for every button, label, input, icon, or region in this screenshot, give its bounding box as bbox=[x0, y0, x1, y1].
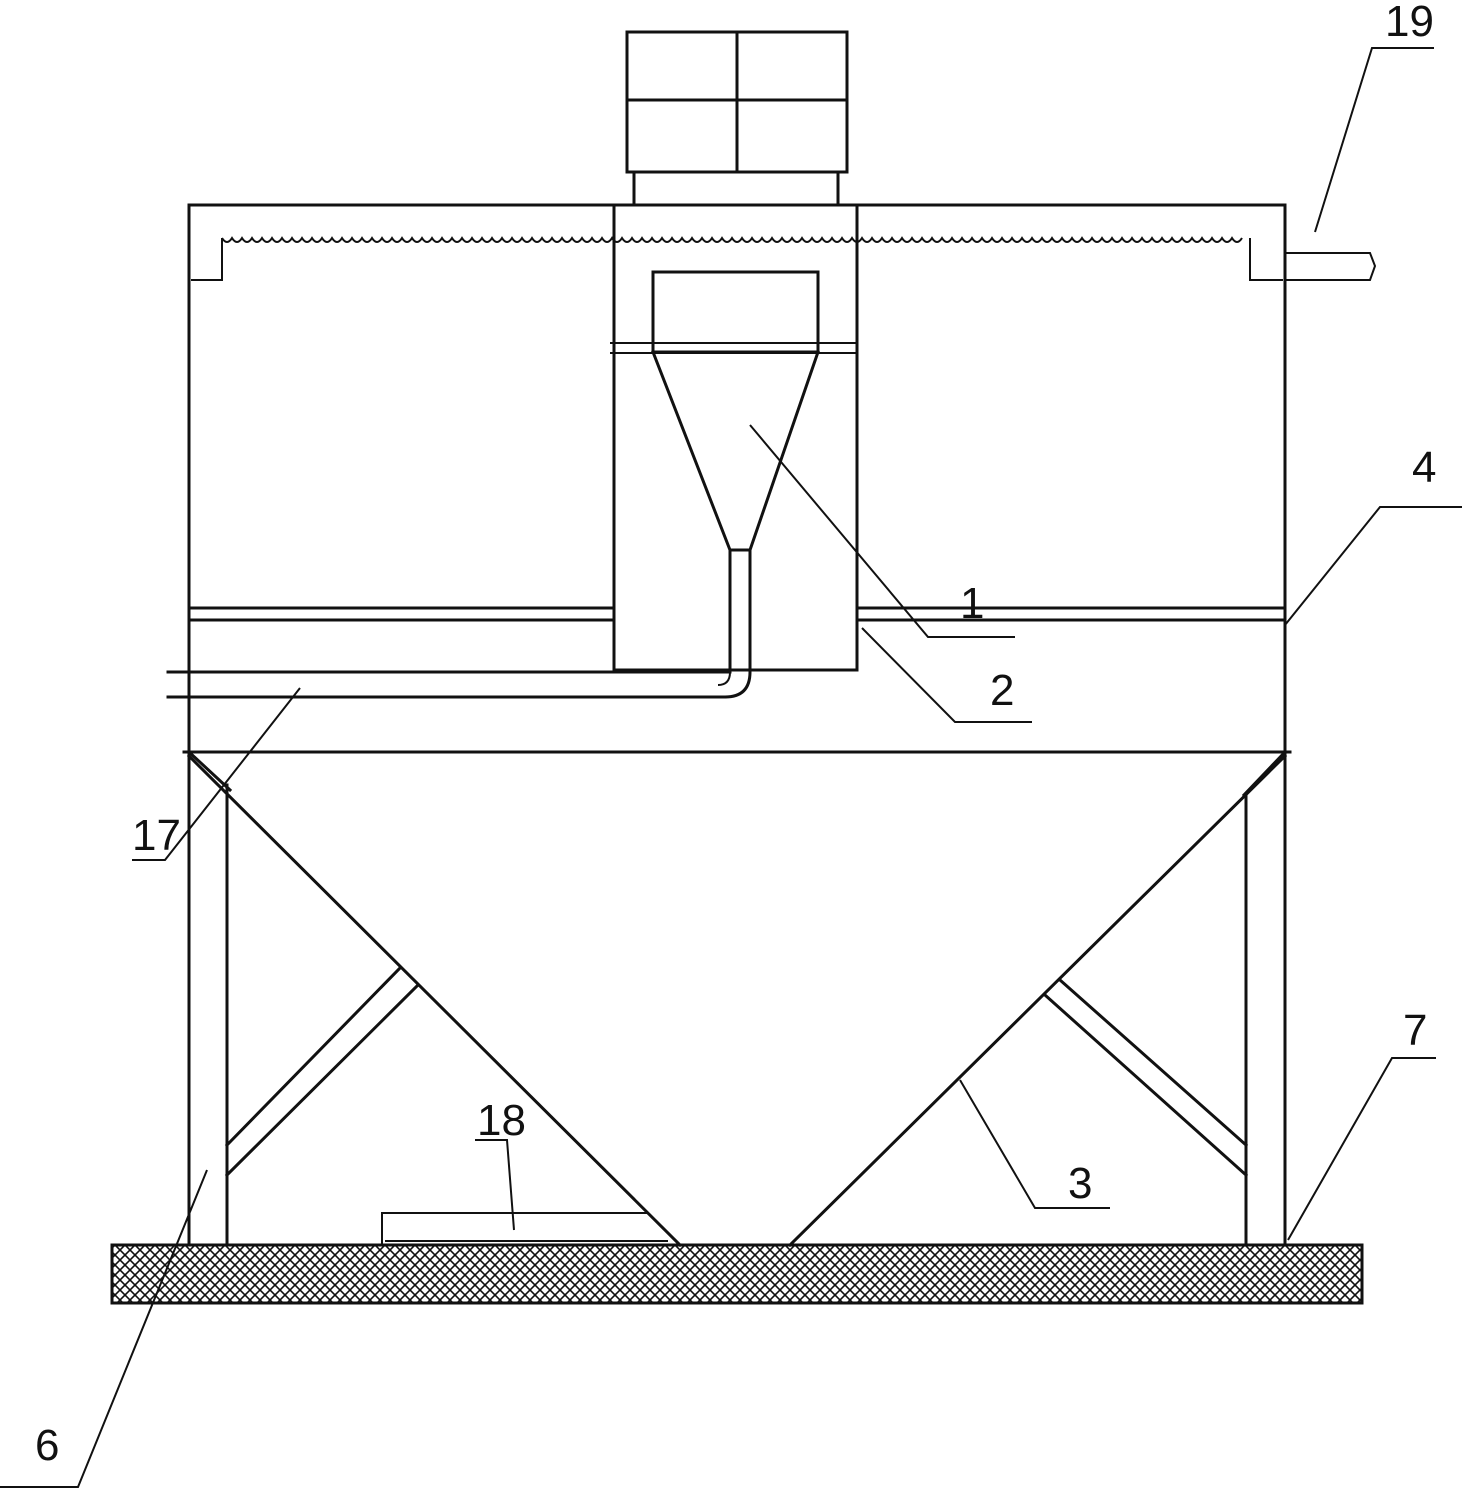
fan-unit bbox=[625, 30, 849, 207]
housing bbox=[166, 203, 1377, 754]
leader-lines bbox=[0, 47, 1462, 1488]
label-1: 1 bbox=[960, 579, 984, 628]
label-17: 17 bbox=[132, 811, 181, 860]
label-6: 6 bbox=[35, 1421, 59, 1470]
label-7: 7 bbox=[1403, 1006, 1427, 1055]
label-3: 3 bbox=[1068, 1159, 1092, 1208]
label-2: 2 bbox=[990, 666, 1014, 715]
reference-labels: 19 4 1 2 17 18 3 7 6 bbox=[35, 0, 1436, 1470]
label-4: 4 bbox=[1412, 443, 1436, 492]
filter-corrugation bbox=[221, 236, 1243, 243]
label-19: 19 bbox=[1385, 0, 1434, 46]
ground-foundation bbox=[110, 1243, 1364, 1305]
hopper-and-frame bbox=[182, 749, 1292, 1248]
label-18: 18 bbox=[477, 1096, 526, 1145]
